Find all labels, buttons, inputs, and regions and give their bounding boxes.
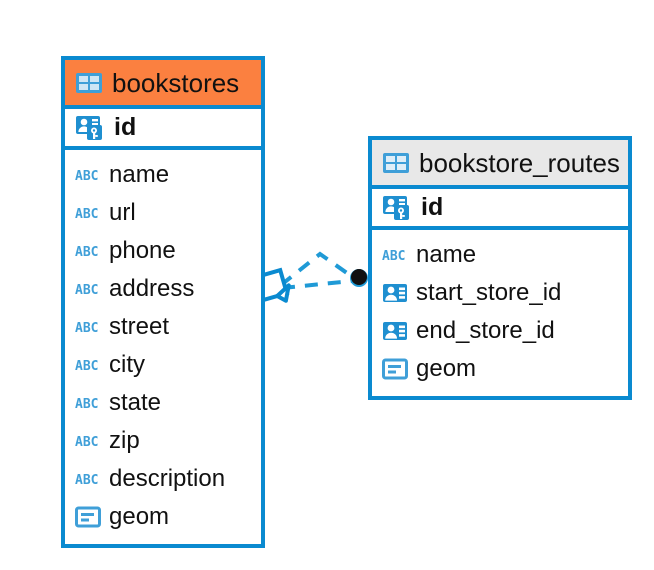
primary-key-row[interactable]: id: [65, 105, 261, 150]
field-label: address: [109, 275, 195, 302]
svg-text:ABC: ABC: [75, 473, 98, 487]
svg-text:ABC: ABC: [75, 359, 98, 373]
field-label: url: [109, 199, 136, 226]
field-label: geom: [109, 503, 170, 530]
field-row[interactable]: ABC name: [372, 236, 628, 274]
foreign-key-icon: [382, 320, 408, 342]
svg-text:ABC: ABC: [75, 435, 98, 449]
field-row[interactable]: ABC city: [65, 346, 261, 384]
primary-key-icon: [382, 194, 412, 222]
entity-header-bookstores[interactable]: bookstores: [65, 60, 261, 105]
table-icon: [382, 151, 410, 175]
field-label: state: [109, 389, 162, 416]
entity-bookstores[interactable]: bookstores id: [61, 56, 265, 548]
svg-text:ABC: ABC: [75, 207, 98, 221]
field-label: zip: [109, 427, 140, 454]
abc-icon: ABC: [75, 358, 101, 373]
field-list-bookstore-routes: ABC name start_store_id: [372, 230, 628, 392]
geometry-icon: [382, 358, 408, 380]
field-label: geom: [416, 355, 477, 382]
abc-icon: ABC: [75, 320, 101, 335]
field-row[interactable]: ABC state: [65, 384, 261, 422]
field-label: city: [109, 351, 145, 378]
primary-key-label: id: [114, 113, 137, 141]
field-label: description: [109, 465, 226, 492]
entity-title: bookstore_routes: [419, 147, 620, 178]
primary-key-row[interactable]: id: [372, 185, 628, 230]
svg-text:ABC: ABC: [382, 249, 405, 263]
abc-icon: ABC: [75, 472, 101, 487]
field-row[interactable]: ABC zip: [65, 422, 261, 460]
svg-text:ABC: ABC: [75, 245, 98, 259]
field-label: name: [416, 241, 477, 268]
entity-header-bookstore-routes[interactable]: bookstore_routes: [372, 140, 628, 185]
abc-icon: ABC: [75, 282, 101, 297]
filled-circle-marker: [350, 269, 368, 287]
svg-text:ABC: ABC: [75, 169, 98, 183]
field-label: end_store_id: [416, 317, 555, 344]
field-row[interactable]: ABC description: [65, 460, 261, 498]
entity-title: bookstores: [112, 67, 240, 98]
svg-text:ABC: ABC: [75, 283, 98, 297]
relationship-edge-lower: [281, 279, 353, 290]
field-row[interactable]: geom: [372, 350, 628, 388]
abc-icon: ABC: [75, 206, 101, 221]
svg-text:ABC: ABC: [75, 397, 98, 411]
foreign-key-icon: [382, 282, 408, 304]
field-row[interactable]: ABC phone: [65, 232, 261, 270]
relationship-edge-upper: [279, 251, 356, 287]
field-label: start_store_id: [416, 279, 562, 306]
abc-icon: ABC: [75, 168, 101, 183]
field-row[interactable]: ABC url: [65, 194, 261, 232]
table-icon: [75, 71, 103, 95]
field-label: street: [109, 313, 170, 340]
abc-icon: ABC: [75, 396, 101, 411]
field-label: phone: [109, 237, 176, 264]
geometry-icon: [75, 506, 101, 528]
field-row[interactable]: ABC name: [65, 156, 261, 194]
field-label: name: [109, 161, 170, 188]
primary-key-icon: [75, 114, 105, 142]
field-row[interactable]: end_store_id: [372, 312, 628, 350]
abc-icon: ABC: [75, 434, 101, 449]
field-row[interactable]: start_store_id: [372, 274, 628, 312]
abc-icon: ABC: [382, 248, 408, 263]
field-row[interactable]: geom: [65, 498, 261, 536]
abc-icon: ABC: [75, 244, 101, 259]
svg-text:ABC: ABC: [75, 321, 98, 335]
field-row[interactable]: ABC street: [65, 308, 261, 346]
field-list-bookstores: ABC name ABC url ABC phone ABC: [65, 150, 261, 540]
primary-key-label: id: [421, 193, 444, 221]
entity-bookstore-routes[interactable]: bookstore_routes id: [368, 136, 632, 400]
field-row[interactable]: ABC address: [65, 270, 261, 308]
